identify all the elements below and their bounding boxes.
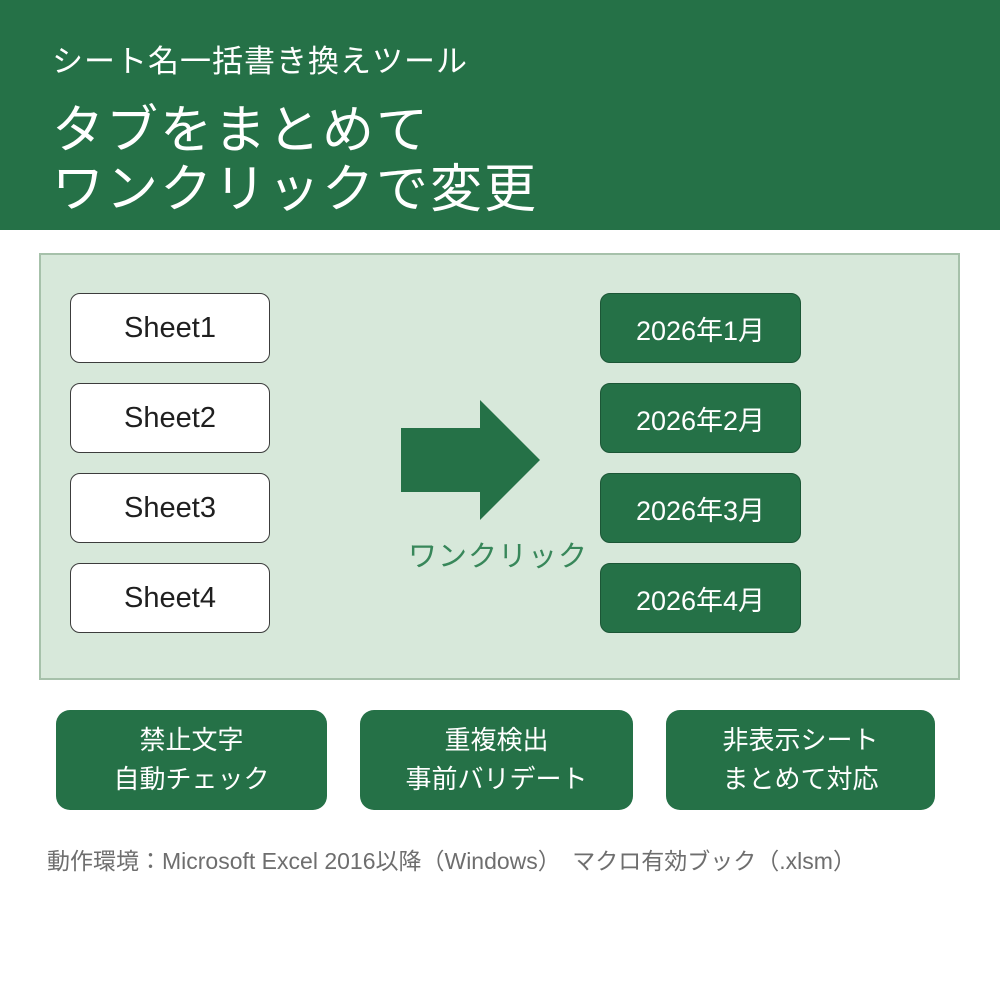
month-label: 2026年2月 [635, 405, 766, 436]
feature-box-forbidden-chars: 禁止文字 自動チェック [56, 710, 327, 810]
sheet-box-4: Sheet4 [70, 563, 270, 633]
month-box-2: 2026年2月 [600, 383, 801, 453]
feature-line-1: 重複検出 [444, 725, 549, 755]
feature-box-hidden-sheets: 非表示シート まとめて対応 [666, 710, 935, 810]
feature-line-2: 自動チェック [113, 764, 270, 794]
right-arrow-icon [401, 428, 481, 492]
month-box-1: 2026年1月 [600, 293, 801, 363]
header-banner: シート名一括書き換えツール タブをまとめて ワンクリックで変更 [0, 0, 1000, 230]
month-label: 2026年4月 [635, 585, 766, 616]
page-title: タブをまとめて ワンクリックで変更 [52, 102, 1000, 220]
sheet-box-2: Sheet2 [70, 383, 270, 453]
month-box-4: 2026年4月 [600, 563, 801, 633]
sheet-label: Sheet2 [124, 401, 216, 434]
month-label: 2026年3月 [635, 495, 766, 526]
product-subtitle: シート名一括書き換えツール [52, 44, 468, 79]
sheet-label: Sheet1 [124, 311, 216, 344]
feature-line-2: 事前バリデート [405, 764, 588, 794]
right-arrow-head-icon [480, 400, 540, 520]
feature-line-1: 非表示シート [722, 725, 879, 755]
feature-line-2: まとめて対応 [722, 764, 879, 794]
title-line-1: タブをまとめて [52, 102, 431, 160]
environment-note: 動作環境：Microsoft Excel 2016以降（Windows） マクロ… [47, 848, 856, 874]
sheet-label: Sheet3 [124, 491, 216, 524]
sheet-label: Sheet4 [124, 581, 216, 614]
month-label: 2026年1月 [635, 315, 766, 346]
sheet-box-3: Sheet3 [70, 473, 270, 543]
month-box-3: 2026年3月 [600, 473, 801, 543]
arrow-caption: ワンクリック [407, 541, 588, 573]
feature-box-duplicate-check: 重複検出 事前バリデート [360, 710, 633, 810]
sheet-box-1: Sheet1 [70, 293, 270, 363]
feature-line-1: 禁止文字 [139, 725, 244, 755]
title-line-2: ワンクリックで変更 [52, 161, 539, 219]
